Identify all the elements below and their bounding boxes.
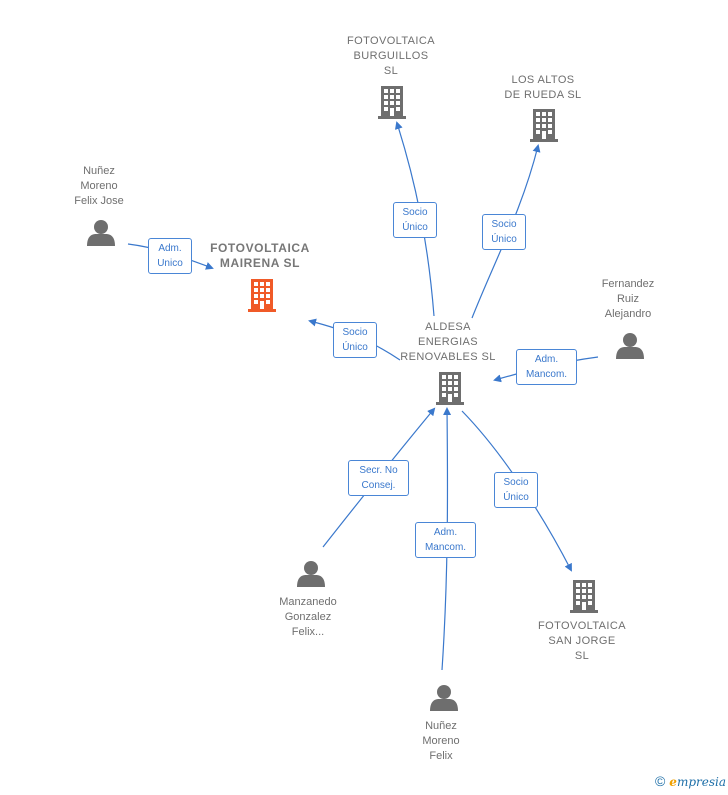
edge-label-manzanedo-aldesa[interactable]: Secr. No Consej.: [348, 460, 409, 496]
edge-label-fernandez-aldesa[interactable]: Adm. Mancom.: [516, 349, 577, 385]
edge-label-aldesa-los-altos[interactable]: Socio Único: [482, 214, 526, 250]
node-label-fernandez-ruiz[interactable]: Fernandez Ruiz Alejandro: [601, 278, 655, 320]
node-label-fotovoltaica-san-jorge[interactable]: FOTOVOLTAICA SAN JORGE SL: [538, 620, 626, 662]
person-icon[interactable]: [297, 561, 325, 587]
edge-label-nunez-felix-aldesa[interactable]: Adm. Mancom.: [415, 522, 476, 558]
person-icon[interactable]: [616, 333, 644, 359]
person-icon[interactable]: [87, 220, 115, 246]
edge-label-aldesa-burguillos[interactable]: Socio Único: [393, 202, 437, 238]
brand-name: mpresia: [676, 775, 726, 789]
edge-label-felix-jose-mairena[interactable]: Adm. Unico: [148, 238, 192, 274]
node-label-manzanedo[interactable]: Manzanedo Gonzalez Felix...: [279, 596, 337, 638]
building-icon[interactable]: [570, 580, 598, 613]
building-icon[interactable]: [248, 279, 276, 312]
node-label-aldesa[interactable]: ALDESA ENERGIAS RENOVABLES SL: [400, 321, 496, 363]
person-icon[interactable]: [430, 685, 458, 711]
edge-label-aldesa-san-jorge[interactable]: Socio Único: [494, 472, 538, 508]
building-icon[interactable]: [436, 372, 464, 405]
node-label-fotovoltaica-mairena[interactable]: FOTOVOLTAICA MAIRENA SL: [210, 241, 310, 270]
copyright-icon: ©: [654, 773, 666, 789]
node-label-fotovoltaica-burguillos[interactable]: FOTOVOLTAICA BURGUILLOS SL: [347, 35, 435, 77]
node-label-los-altos[interactable]: LOS ALTOS DE RUEDA SL: [504, 74, 582, 101]
empresia-logo: ©empresia: [655, 773, 726, 789]
brand-initial: e: [669, 775, 677, 789]
building-icon[interactable]: [378, 86, 406, 119]
building-icon[interactable]: [530, 109, 558, 142]
edge-label-aldesa-mairena[interactable]: Socio Único: [333, 322, 377, 358]
node-label-nunez-moreno-felix[interactable]: Nuñez Moreno Felix: [422, 720, 460, 762]
node-label-nunez-moreno-felix-jose[interactable]: Nuñez Moreno Felix Jose: [74, 165, 124, 207]
